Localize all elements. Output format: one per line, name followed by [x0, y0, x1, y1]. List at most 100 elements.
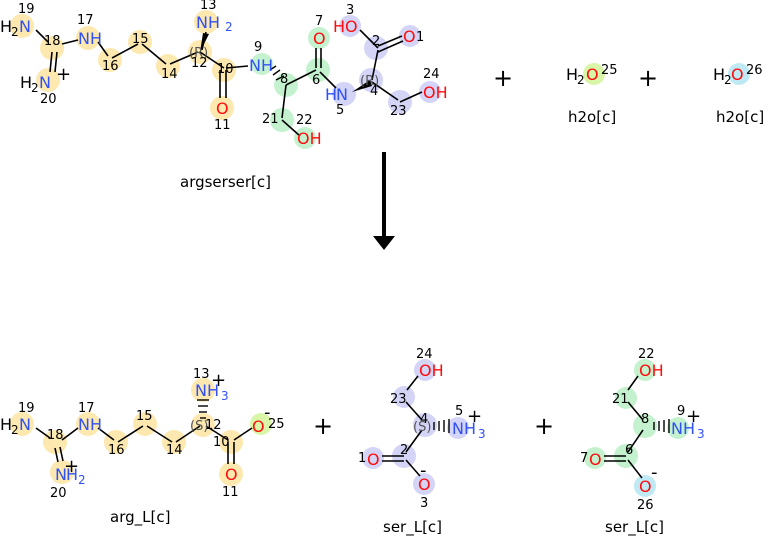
highlight [308, 27, 330, 49]
svg-text:H: H [713, 65, 725, 84]
svg-text:18: 18 [47, 428, 64, 443]
stereo-label: (R) [360, 74, 379, 89]
svg-text:3: 3 [346, 3, 354, 18]
plus-sign: + [638, 64, 658, 92]
svg-text:16: 16 [108, 443, 125, 458]
svg-text:+: + [64, 456, 79, 477]
highlight [633, 414, 657, 438]
atom-label: NH [249, 56, 273, 75]
highlight [36, 68, 60, 92]
highlight [250, 413, 272, 435]
highlight [667, 417, 689, 439]
molecule-arg-L: H 2 N NH N H 2 + NH 3 + (S) O O - 19 18 … [0, 367, 285, 527]
svg-text:NH: NH [671, 419, 695, 438]
svg-text:25: 25 [601, 63, 618, 78]
svg-text:H: H [66, 465, 78, 484]
highlight [362, 447, 384, 469]
highlight [634, 475, 656, 497]
svg-text:9: 9 [677, 404, 685, 419]
atom-label: O [403, 27, 416, 46]
svg-text:H: H [0, 415, 12, 434]
highlight [615, 387, 637, 409]
svg-text:8: 8 [641, 412, 649, 427]
svg-text:24: 24 [416, 347, 433, 362]
svg-text:OH: OH [639, 361, 664, 380]
svg-text:10: 10 [213, 435, 230, 450]
svg-text:3: 3 [420, 496, 428, 511]
atom-label: 2 [225, 20, 233, 34]
svg-text:NH: NH [452, 419, 476, 438]
plus-sign: + [493, 64, 513, 92]
svg-text:4: 4 [420, 412, 428, 427]
atom-label: HO [333, 17, 358, 36]
highlight [583, 63, 605, 85]
atom-label: OH [423, 83, 448, 102]
svg-text:12: 12 [205, 418, 222, 433]
highlight [98, 48, 122, 72]
svg-text:+: + [686, 406, 701, 427]
highlight [414, 359, 436, 381]
atom-label: NH [196, 13, 220, 32]
highlight [251, 53, 273, 75]
svg-text:7: 7 [580, 451, 588, 466]
highlight [10, 412, 34, 436]
atom-label: H [325, 85, 337, 104]
svg-text:13: 13 [200, 0, 217, 13]
svg-text:6: 6 [625, 443, 633, 458]
highlight [10, 14, 34, 38]
svg-text:-: - [651, 462, 658, 483]
svg-text:OH: OH [419, 361, 444, 380]
plus-sign: + [313, 412, 333, 440]
atom-label: 2 [31, 81, 39, 95]
molecule-argserser: H 2 N NH H 2 N + NH 2 (R) O NH O HO O H … [0, 0, 448, 191]
highlight [191, 378, 215, 402]
svg-text:-: - [264, 402, 271, 423]
highlight [133, 412, 157, 436]
atom-label: 2 [11, 25, 19, 39]
svg-text:26: 26 [746, 63, 763, 78]
svg-text:22: 22 [296, 113, 313, 128]
svg-text:14: 14 [161, 67, 178, 82]
svg-text:3: 3 [478, 427, 486, 441]
svg-text:2: 2 [78, 473, 86, 487]
svg-text:17: 17 [78, 401, 95, 416]
svg-text:18: 18 [44, 34, 61, 49]
svg-text:-: - [420, 460, 427, 481]
highlight [447, 417, 469, 439]
svg-text:NH: NH [78, 415, 102, 434]
atom-label: O [313, 29, 326, 48]
svg-text:7: 7 [315, 14, 323, 29]
svg-text:(S): (S) [413, 420, 431, 435]
svg-text:20: 20 [40, 92, 57, 107]
highlight [294, 127, 316, 149]
svg-text:17: 17 [77, 13, 94, 28]
highlight [419, 81, 441, 103]
svg-text:O: O [252, 417, 265, 436]
svg-text:26: 26 [637, 498, 654, 513]
svg-text:10: 10 [217, 62, 234, 77]
molecule-h2o-26: H 2 O 26 h2o[c] [713, 63, 764, 126]
svg-text:16: 16 [102, 59, 119, 74]
svg-text:11: 11 [214, 118, 231, 133]
svg-text:1: 1 [416, 30, 424, 45]
svg-text:9: 9 [254, 40, 262, 55]
molecule-label: h2o[c] [568, 108, 616, 126]
svg-text:4: 4 [370, 84, 378, 99]
svg-text:O: O [367, 450, 380, 469]
highlight [76, 412, 100, 436]
highlight [584, 447, 606, 469]
highlight [219, 430, 243, 454]
svg-text:5: 5 [336, 103, 344, 118]
highlight [40, 36, 64, 60]
highlight [399, 25, 421, 47]
atom-label: N [39, 73, 51, 92]
svg-text:2: 2 [11, 423, 19, 437]
highlight [210, 96, 234, 120]
molecule-ser-L-2: OH NH 3 + O O - 22 21 8 9 6 7 26 ser_L[c… [580, 347, 705, 537]
svg-text:2: 2 [400, 443, 408, 458]
svg-text:2: 2 [372, 34, 380, 49]
atom-label: O [216, 99, 229, 118]
svg-text:22: 22 [638, 347, 655, 362]
svg-text:2: 2 [724, 73, 732, 87]
highlight [413, 413, 437, 437]
